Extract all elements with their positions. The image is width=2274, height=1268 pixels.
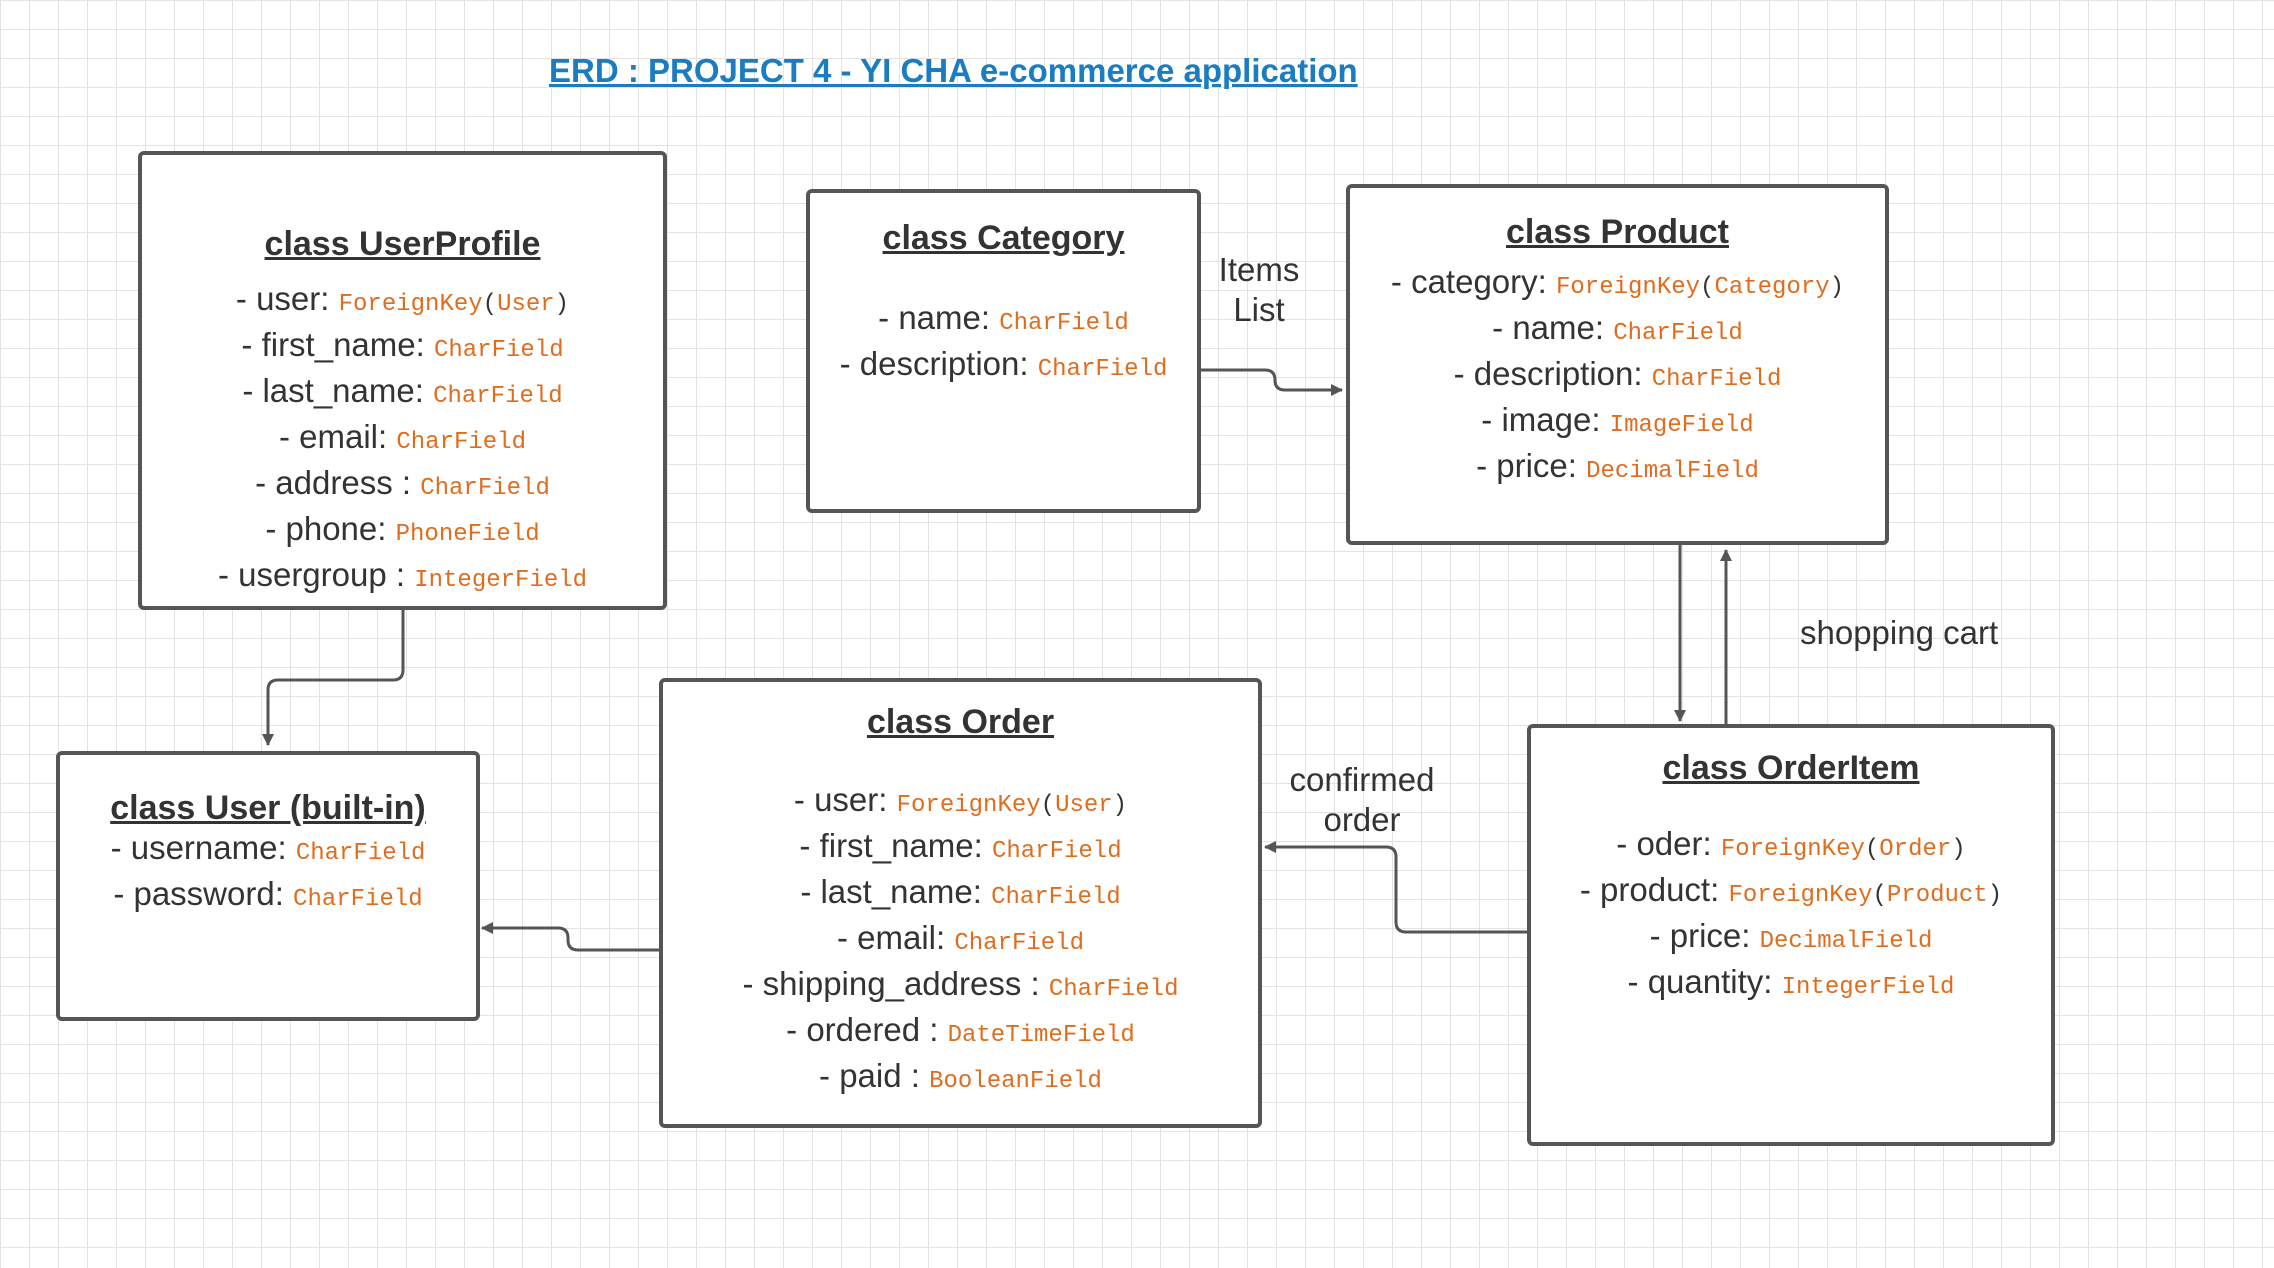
field-type: CharField [999,310,1129,337]
field-type: CharField [420,475,550,502]
field-first-name: - first_name: CharField [241,326,564,364]
class-box-user[interactable]: class User (built-in) - username: CharFi… [56,751,480,1021]
label-confirmed-order: confirmed order [1289,761,1435,838]
field-type: DecimalField [1586,458,1759,485]
field-password: - password: CharField [113,875,423,913]
field-product: - product: ForeignKey(Product) [1579,871,2003,909]
field-type: CharField [1651,366,1782,393]
field-type: IntegerField [414,567,588,594]
field-type: ForeignKey [1728,882,1873,909]
field-type: CharField [1037,356,1168,383]
class-box-orderitem[interactable]: class OrderItem - oder: ForeignKey(Order… [1527,724,2055,1146]
field-address: - address : CharField [255,464,550,502]
field-type: CharField [991,838,1122,865]
userprofile-to-user-connector[interactable] [262,610,405,746]
field-ordered: - ordered : DateTimeField [786,1011,1135,1049]
class-title: class Order [866,703,1055,741]
field-image: - image: ImageField [1481,401,1754,439]
class-title: class UserProfile [264,225,541,263]
field-user: - user: ForeignKey(User) [793,781,1128,819]
field-type: BooleanField [929,1068,1102,1095]
class-box-order[interactable]: class Order - user: ForeignKey(User) - f… [659,678,1262,1128]
field-email: - email: CharField [279,418,526,456]
field-type: ForeignKey [896,792,1041,819]
field-type: PhoneField [395,521,540,548]
field-type: ForeignKey [1720,836,1865,863]
orderitem-to-order-connector[interactable] [1264,841,1527,934]
field-type: CharField [991,884,1121,911]
field-type: ImageField [1609,412,1754,439]
field-first-name: - first_name: CharField [799,827,1122,865]
field-type: ForeignKey [1556,274,1701,301]
field-type: IntegerField [1781,974,1955,1001]
field-type: CharField [396,429,526,456]
class-title: class User (built-in) [110,789,426,827]
field-last-name: - last_name: CharField [242,372,563,410]
field-type: CharField [954,930,1084,957]
field-price: - price: DecimalField [1649,917,1933,955]
field-shipping-address: - shipping_address : CharField [742,965,1179,1003]
field-type: CharField [433,383,563,410]
field-email: - email: CharField [837,919,1084,957]
field-category: - category: ForeignKey(Category) [1390,263,1845,301]
class-title: class OrderItem [1662,749,1920,787]
field-description: - description: CharField [839,345,1168,383]
class-title: class Category [882,219,1125,257]
class-title: class Product [1506,213,1729,251]
field-oder: - oder: ForeignKey(Order) [1616,825,1966,863]
class-box-product[interactable]: class Product - category: ForeignKey(Cat… [1346,184,1889,545]
field-type: DecimalField [1759,928,1933,955]
field-type: CharField [293,886,423,913]
field-type: DateTimeField [947,1022,1135,1049]
field-type: ForeignKey [338,291,483,318]
field-type: CharField [295,840,426,867]
class-box-userprofile[interactable]: class UserProfile - user: ForeignKey(Use… [138,151,667,610]
field-name: - name: CharField [878,299,1129,337]
diagram-title: ERD : PROJECT 4 - YI CHA e-commerce appl… [549,52,1358,89]
field-price: - price: DecimalField [1476,447,1759,485]
field-type: CharField [433,337,564,364]
class-box-category[interactable]: class Category - name: CharField - descr… [806,189,1201,513]
field-user: - user: ForeignKey(User) [235,280,570,318]
field-type: CharField [1613,320,1743,347]
label-items-list: Items List [1218,251,1300,328]
field-last-name: - last_name: CharField [800,873,1121,911]
field-usergroup: - usergroup : IntegerField [217,556,588,594]
field-type: CharField [1048,976,1179,1003]
order-to-user-connector[interactable] [481,922,659,952]
field-name: - name: CharField [1492,309,1743,347]
field-phone: - phone: PhoneField [265,510,540,548]
category-to-product-connector[interactable] [1201,368,1343,396]
field-description: - description: CharField [1453,355,1782,393]
label-shopping-cart: shopping cart [1800,614,1999,651]
field-quantity: - quantity: IntegerField [1627,963,1955,1001]
field-paid: - paid : BooleanField [819,1057,1102,1095]
field-username: - username: CharField [110,829,426,867]
